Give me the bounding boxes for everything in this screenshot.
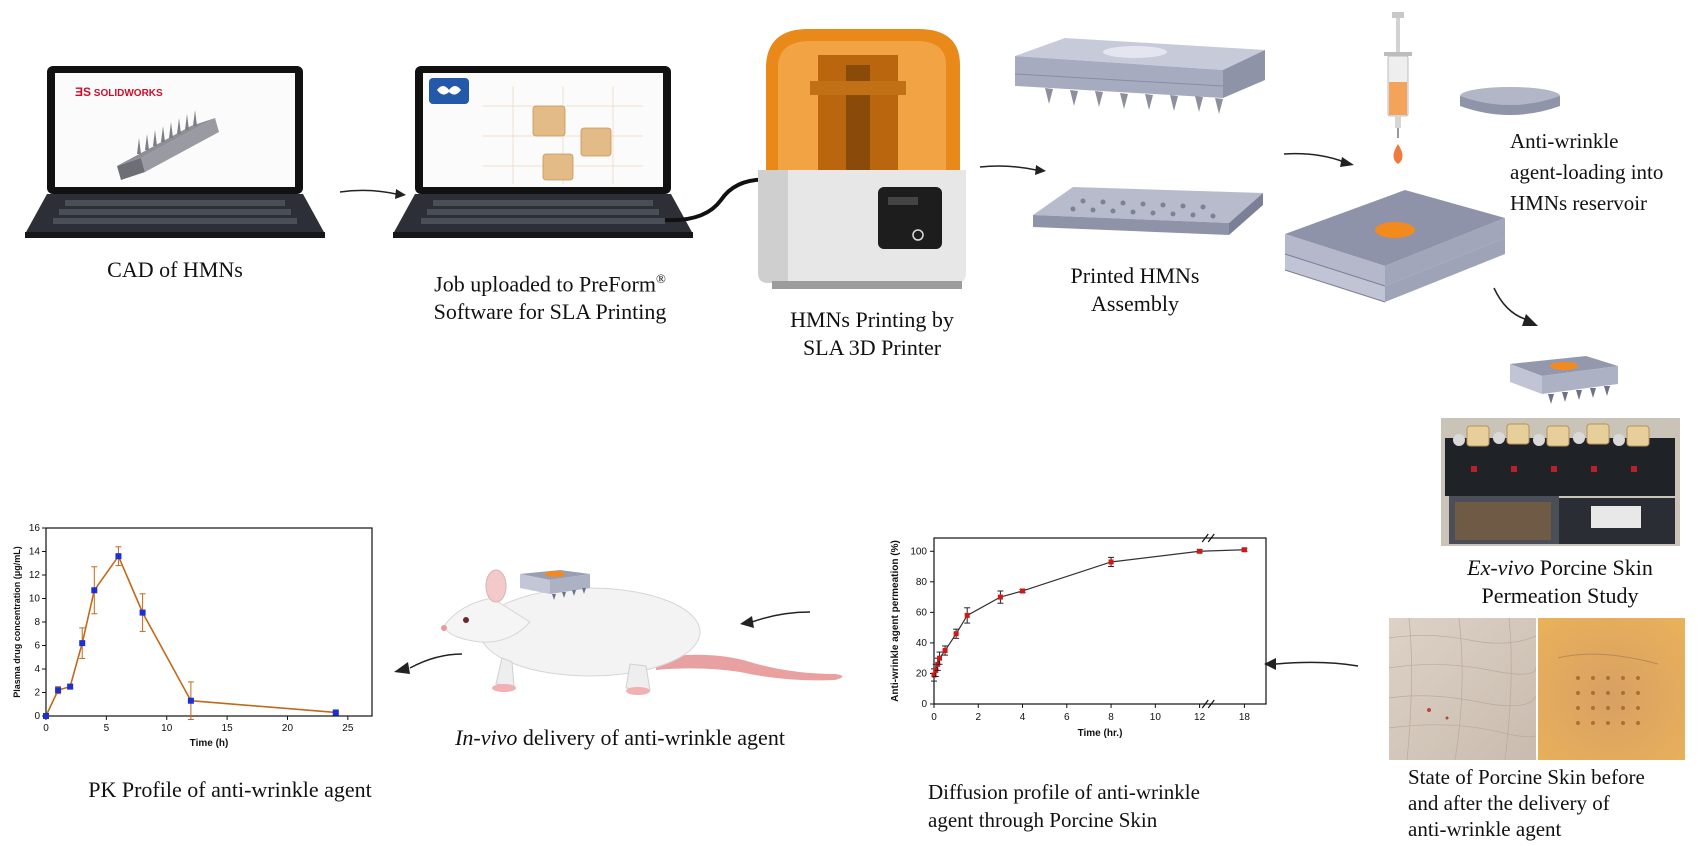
arrow-to-exvivo bbox=[1493, 287, 1538, 326]
cad-laptop-illustration bbox=[25, 66, 325, 238]
axis-break-top bbox=[1201, 533, 1209, 543]
y-tick-label: 16 bbox=[29, 523, 41, 534]
x-tick-label: 8 bbox=[1108, 712, 1114, 723]
data-point bbox=[964, 612, 970, 618]
x-axis-label: Time (h) bbox=[190, 738, 229, 749]
y-tick-label: 100 bbox=[910, 546, 927, 557]
data-point bbox=[1020, 588, 1026, 594]
data-point bbox=[43, 713, 49, 719]
syringe-icon bbox=[1384, 12, 1412, 164]
arrow-assembly-to-loading bbox=[1283, 152, 1354, 167]
preform-laptop-illustration bbox=[393, 66, 693, 238]
y-tick-label: 2 bbox=[34, 688, 40, 699]
caption-job-upload: Job uploaded to PreForm® Software for SL… bbox=[433, 271, 667, 325]
data-point bbox=[79, 640, 86, 647]
solidworks-logo: ƎS SOLIDWORKS bbox=[75, 85, 163, 99]
y-tick-label: 20 bbox=[916, 668, 928, 679]
arrow-printer-to-assembly bbox=[979, 165, 1046, 175]
x-tick-label: 4 bbox=[1020, 712, 1026, 723]
data-point bbox=[931, 672, 937, 678]
x-tick-label: 2 bbox=[975, 712, 981, 723]
data-point bbox=[332, 709, 339, 716]
x-tick-label: 12 bbox=[1194, 712, 1206, 723]
data-point bbox=[1241, 547, 1247, 553]
x-tick-label: 10 bbox=[1150, 712, 1162, 723]
x-tick-label: 10 bbox=[161, 723, 173, 734]
data-point bbox=[115, 553, 122, 560]
y-axis-label: Anti-wrinkle agent permeation (%) bbox=[890, 540, 901, 702]
y-tick-label: 6 bbox=[34, 641, 40, 652]
x-tick-label: 0 bbox=[43, 723, 49, 734]
sla-3d-printer-illustration bbox=[758, 29, 966, 289]
data-point bbox=[1108, 559, 1114, 565]
data-point bbox=[187, 697, 194, 704]
y-axis-label: Plasma drug concentration (μg/mL) bbox=[12, 546, 22, 698]
small-hmn-block-illustration bbox=[1510, 356, 1618, 404]
porcine-skin-before-photo bbox=[1389, 618, 1536, 760]
drug-disc-illustration bbox=[1460, 87, 1560, 115]
x-tick-label: 25 bbox=[342, 723, 354, 734]
arrow-invivo-to-pk bbox=[394, 653, 463, 674]
y-tick-label: 14 bbox=[29, 547, 41, 558]
data-point bbox=[942, 648, 948, 654]
loaded-hmn-stack-illustration bbox=[1284, 190, 1505, 303]
y-tick-label: 12 bbox=[29, 570, 41, 581]
data-point bbox=[91, 587, 98, 594]
y-tick-label: 0 bbox=[34, 711, 40, 722]
data-point bbox=[953, 631, 959, 637]
y-tick-label: 80 bbox=[916, 577, 928, 588]
axis-break-bottom bbox=[1201, 699, 1209, 709]
data-point bbox=[1197, 548, 1203, 554]
caption-exvivo: Ex-vivo Porcine Skin Permeation Study bbox=[1467, 555, 1653, 608]
x-tick-label: 18 bbox=[1239, 712, 1251, 723]
x-tick-label: 15 bbox=[222, 723, 234, 734]
porcine-skin-after-photo bbox=[1538, 618, 1685, 760]
y-tick-label: 8 bbox=[34, 617, 40, 628]
chart-frame bbox=[45, 527, 373, 717]
printer-cable bbox=[664, 177, 776, 223]
rat-illustration bbox=[441, 569, 843, 695]
caption-cad: CAD of HMNs bbox=[107, 257, 243, 282]
y-tick-label: 4 bbox=[34, 664, 40, 675]
y-tick-label: 10 bbox=[29, 594, 41, 605]
data-point bbox=[67, 683, 74, 690]
arrow-diffusion-to-invivo bbox=[740, 611, 811, 628]
x-tick-label: 0 bbox=[931, 712, 937, 723]
caption-pk: PK Profile of anti-wrinkle agent bbox=[88, 777, 372, 802]
arrow-skin-to-diffusion bbox=[1264, 658, 1359, 670]
data-point bbox=[997, 594, 1003, 600]
data-point bbox=[55, 687, 62, 694]
y-tick-label: 40 bbox=[916, 638, 928, 649]
x-tick-label: 5 bbox=[104, 723, 110, 734]
chart-frame bbox=[933, 537, 1267, 705]
x-tick-label: 6 bbox=[1064, 712, 1070, 723]
axis-break-bottom bbox=[1207, 699, 1215, 709]
x-axis-label: Time (hr.) bbox=[1078, 728, 1123, 739]
axis-break-top bbox=[1207, 533, 1215, 543]
hmn-base-plate-illustration bbox=[1033, 187, 1263, 235]
x-tick-label: 20 bbox=[282, 723, 294, 734]
series-line bbox=[933, 549, 1245, 676]
caption-invivo: In-vivo delivery of anti-wrinkle agent bbox=[455, 725, 785, 750]
franz-cell-photo bbox=[1441, 418, 1680, 546]
hmn-top-block-illustration bbox=[1014, 38, 1265, 114]
arrow-cad-to-job bbox=[339, 189, 406, 199]
data-point bbox=[139, 609, 146, 616]
y-tick-label: 0 bbox=[921, 699, 927, 710]
y-tick-label: 60 bbox=[916, 607, 928, 618]
data-point bbox=[937, 655, 943, 661]
